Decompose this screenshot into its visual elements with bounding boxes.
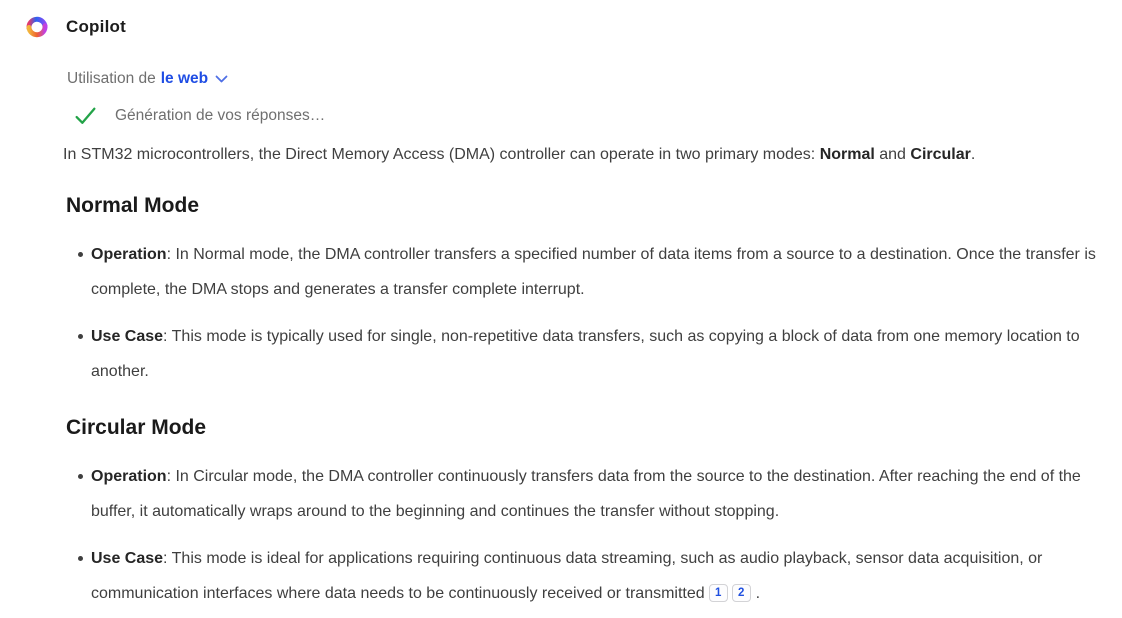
web-source-selector[interactable]: le web — [161, 70, 228, 88]
section-heading-circular-mode: Circular Mode — [66, 416, 207, 439]
circular-mode-bullet-list: Operation: In Circular mode, the DMA con… — [0, 459, 1114, 611]
generating-status-text: Génération de vos réponses… — [115, 106, 326, 124]
source-status-row: Utilisation de le web — [67, 70, 1122, 88]
list-item: Use Case: This mode is ideal for applica… — [78, 541, 1114, 611]
bullet-text: : This mode is ideal for applications re… — [91, 550, 1043, 602]
app-header: Copilot — [0, 0, 1122, 40]
normal-mode-bullet-list: Operation: In Normal mode, the DMA contr… — [0, 237, 1114, 389]
generating-status-row: Génération de vos réponses… — [73, 103, 1122, 128]
intro-mode-1: Normal — [819, 146, 875, 163]
list-item: Operation: In Normal mode, the DMA contr… — [78, 237, 1114, 307]
checkmark-icon — [75, 107, 96, 124]
citation-badge-1[interactable]: 1 — [708, 584, 728, 602]
bullet-end-punctuation: . — [755, 585, 761, 602]
intro-text-before: In STM32 microcontrollers, the Direct Me… — [63, 146, 820, 163]
bullet-text: : In Normal mode, the DMA controller tra… — [91, 246, 1096, 298]
citation-badge-2[interactable]: 2 — [731, 584, 751, 602]
bullet-label: Operation — [91, 468, 167, 485]
intro-connector: and — [874, 146, 911, 163]
bullet-text: : This mode is typically used for single… — [91, 328, 1080, 380]
bullet-label: Operation — [91, 246, 167, 263]
bullet-label: Use Case — [91, 550, 164, 567]
section-heading-normal-mode: Normal Mode — [66, 194, 200, 217]
intro-mode-2: Circular — [910, 146, 971, 163]
list-item: Use Case: This mode is typically used fo… — [78, 319, 1114, 389]
chevron-down-icon — [215, 75, 228, 82]
app-title: Copilot — [66, 17, 126, 36]
copilot-logo-icon — [26, 16, 48, 38]
list-item: Operation: In Circular mode, the DMA con… — [78, 459, 1114, 529]
intro-paragraph: In STM32 microcontrollers, the Direct Me… — [63, 143, 1113, 167]
source-status-prefix: Utilisation de — [67, 70, 156, 87]
web-source-label: le web — [160, 70, 209, 87]
bullet-text: : In Circular mode, the DMA controller c… — [91, 468, 1081, 520]
bullet-label: Use Case — [91, 328, 164, 345]
intro-text-after: . — [970, 146, 976, 163]
